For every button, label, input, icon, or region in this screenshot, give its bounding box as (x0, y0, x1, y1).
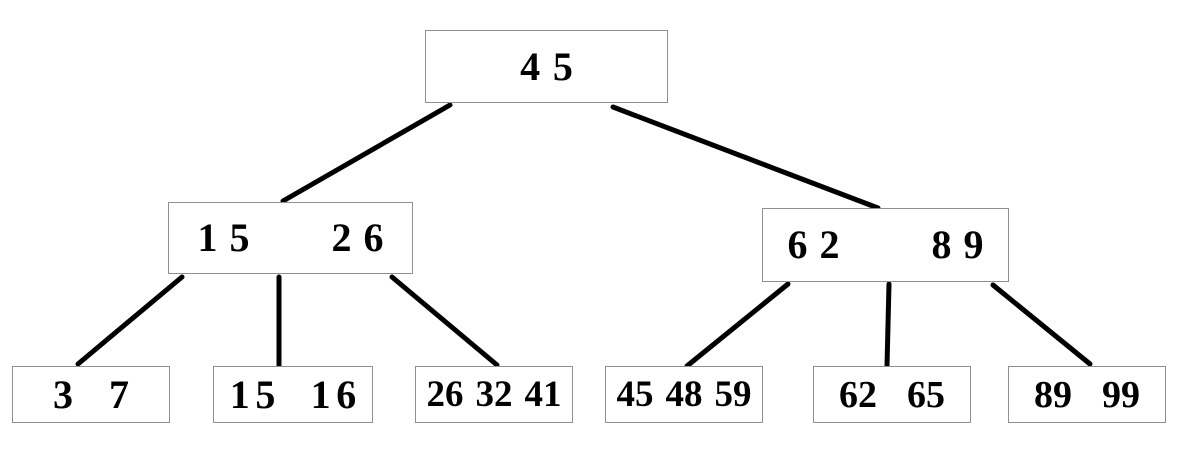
btree-node-leaf-3: 26 32 41 (415, 366, 573, 423)
btree-key: 41 (524, 374, 562, 415)
btree-key: 89 (1034, 373, 1072, 416)
btree-key: 26 (426, 374, 464, 415)
btree-key: 45 (520, 43, 586, 89)
edge-root-internal-right (610, 104, 881, 211)
edge-internal-right-leaf-6 (990, 282, 1093, 367)
btree-key: 3 (53, 371, 73, 417)
btree-node-leaf-5: 62 65 (813, 366, 971, 423)
btree-key: 32 (475, 374, 513, 415)
btree-key: 7 (109, 371, 129, 417)
btree-key: 48 (665, 374, 703, 415)
edge-internal-left-leaf-3 (389, 274, 500, 368)
btree-key: 15 (197, 215, 262, 260)
btree-node-leaf-2: 15 16 (213, 366, 373, 423)
btree-node-leaf-6: 89 99 (1008, 366, 1166, 423)
edge-internal-right-leaf-4 (684, 281, 791, 369)
btree-key: 26 (331, 215, 396, 260)
btree-node-internal-right: 62 89 (762, 208, 1009, 282)
edge-internal-right-leaf-5 (884, 281, 892, 369)
edge-internal-left-leaf-1 (75, 274, 185, 367)
btree-key: 62 (787, 222, 852, 267)
btree-node-leaf-4: 45 48 59 (605, 366, 763, 423)
btree-key: 62 (839, 373, 877, 416)
btree-node-internal-left: 15 26 (168, 202, 413, 274)
btree-key: 45 (616, 374, 654, 415)
btree-key: 65 (907, 373, 945, 416)
btree-key: 99 (1102, 373, 1140, 416)
btree-key: 16 (310, 371, 362, 417)
btree-node-root: 45 (425, 30, 668, 103)
btree-key: 89 (931, 222, 996, 267)
edge-root-internal-left (280, 102, 453, 204)
btree-node-leaf-1: 3 7 (12, 366, 170, 423)
btree-key: 15 (229, 371, 281, 417)
btree-key: 59 (714, 374, 752, 415)
